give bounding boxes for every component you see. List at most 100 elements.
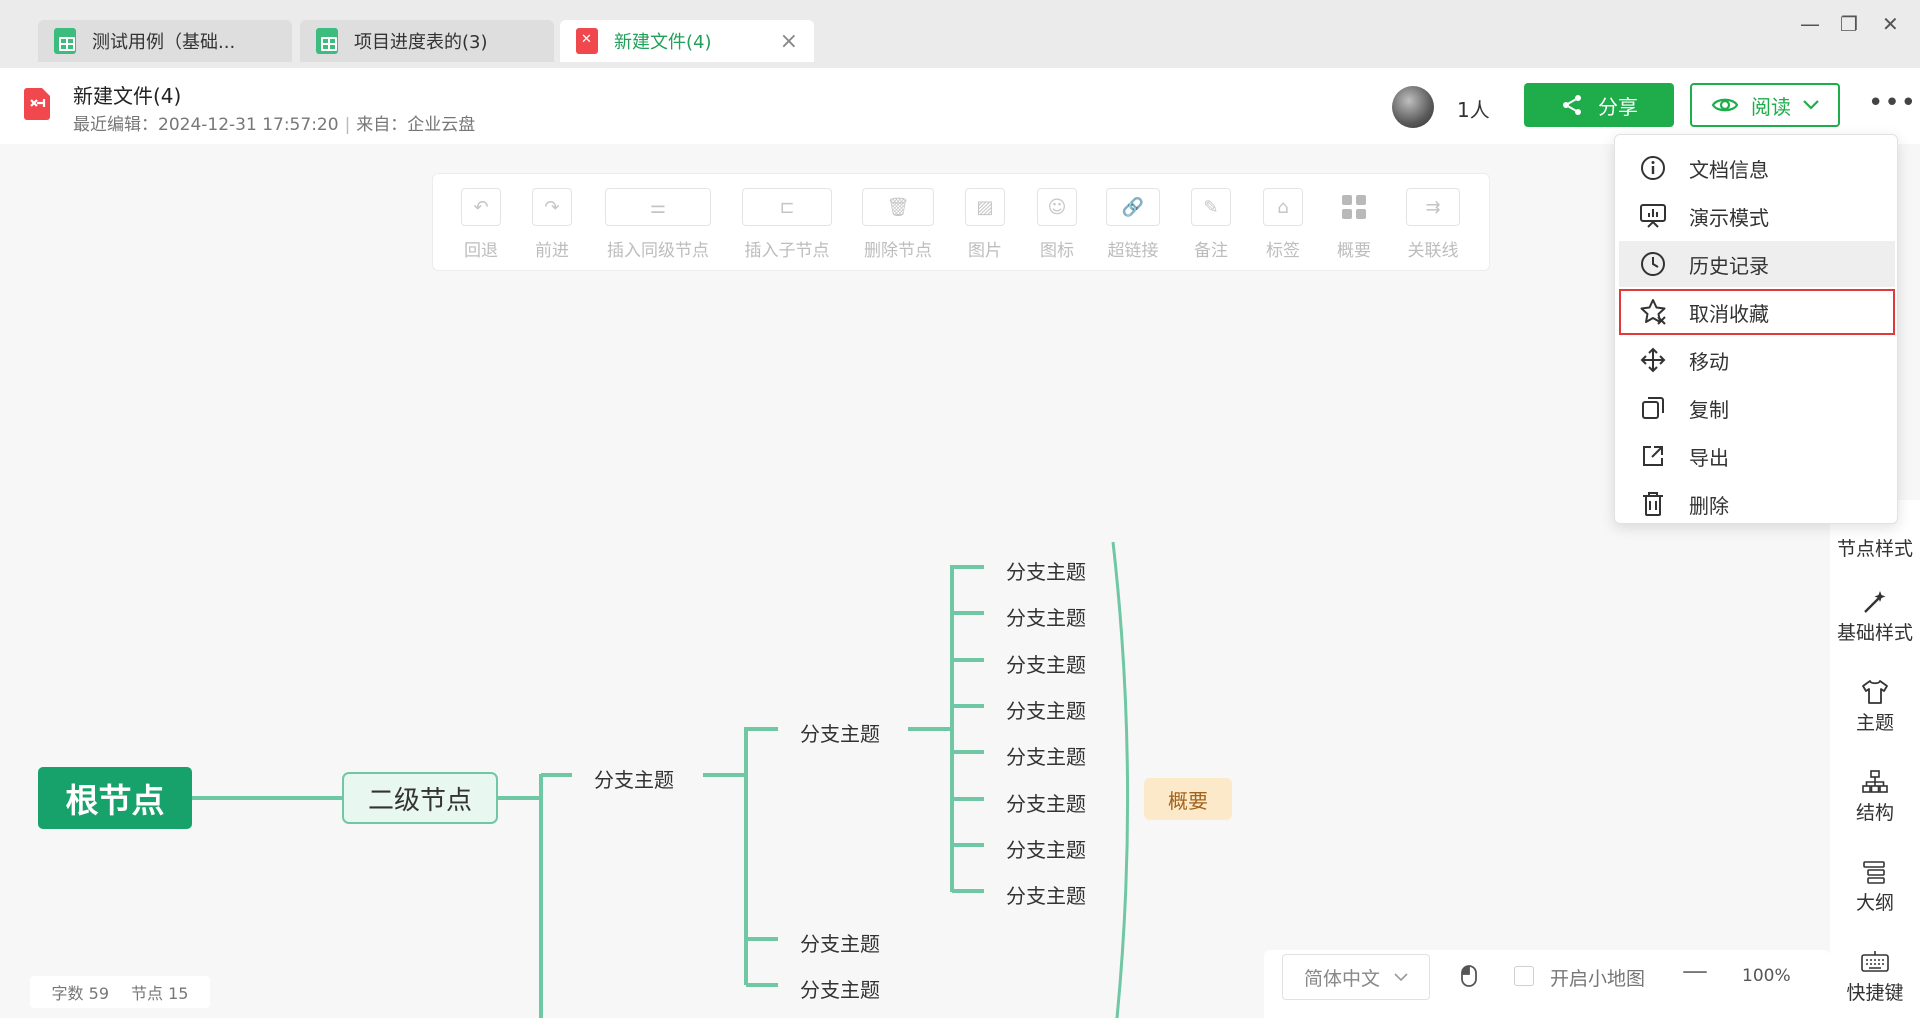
zoom-out-button[interactable]: —: [1682, 956, 1708, 986]
eye-icon: [1711, 98, 1739, 112]
keyboard-icon: [1860, 946, 1890, 978]
tool-label: 概要: [1337, 241, 1371, 261]
relation-line-button[interactable]: ⇉ 关联线: [1406, 188, 1460, 261]
branch-topic-l4[interactable]: 分支主题: [800, 722, 880, 746]
minimize-icon[interactable]: —: [1800, 12, 1820, 36]
relation-line-icon: ⇉: [1406, 188, 1460, 226]
branch-topic-l5[interactable]: 分支主题: [1006, 884, 1086, 908]
panel-label: 主题: [1855, 712, 1894, 734]
sibling-node-icon: ⚌: [605, 188, 711, 226]
tab-test-cases[interactable]: 测试用例（基础...: [38, 20, 292, 62]
panel-label: 节点样式: [1836, 538, 1913, 560]
redo-icon: ↷: [532, 188, 572, 226]
note-icon: ✎: [1191, 188, 1231, 226]
delete-node-button[interactable]: 🗑 删除节点: [862, 188, 934, 261]
info-icon: [1639, 154, 1667, 182]
insert-child-button[interactable]: ⊏ 插入子节点: [742, 188, 832, 261]
branch-topic-l4[interactable]: 分支主题: [800, 932, 880, 956]
tool-label: 图标: [1040, 241, 1074, 261]
tool-label: 超链接: [1107, 241, 1159, 261]
icon-button[interactable]: ☺ 图标: [1037, 188, 1077, 261]
summary-button[interactable]: 概要: [1334, 188, 1374, 261]
branch-topic-l3[interactable]: 分支主题: [594, 768, 674, 792]
minimap-label: 开启小地图: [1550, 968, 1646, 990]
zoom-level: 100%: [1742, 966, 1791, 986]
branch-topic-l5[interactable]: 分支主题: [1006, 560, 1086, 584]
branch-topic-l4[interactable]: 分支主题: [800, 978, 880, 1002]
tab-label: 测试用例（基础...: [92, 32, 236, 53]
document-meta: 最近编辑：2024-12-31 17:57:20|来自：企业云盘: [73, 110, 475, 135]
tag-button[interactable]: ⌂ 标签: [1263, 188, 1303, 261]
minimap-checkbox[interactable]: [1514, 966, 1534, 986]
tab-label: 项目进度表的(3): [354, 32, 488, 53]
branch-topic-l5[interactable]: 分支主题: [1006, 838, 1086, 862]
branch-topic-l5[interactable]: 分支主题: [1006, 792, 1086, 816]
share-button[interactable]: 分享: [1524, 83, 1674, 127]
menu-item-delete[interactable]: 删除: [1619, 481, 1895, 527]
image-icon: ▨: [965, 188, 1005, 226]
panel-outline[interactable]: 大纲: [1830, 856, 1920, 915]
second-level-node[interactable]: 二级节点: [342, 772, 498, 824]
menu-item-history[interactable]: 历史记录: [1619, 241, 1895, 287]
menu-item-copy[interactable]: 复制: [1619, 385, 1895, 431]
word-count: 字数 59: [52, 980, 109, 1004]
image-button[interactable]: ▨ 图片: [965, 188, 1005, 261]
chevron-down-icon: [1803, 100, 1819, 110]
more-menu-button[interactable]: •••: [1868, 88, 1918, 118]
editing-toolbar: ↶ 回退 ↷ 前进 ⚌ 插入同级节点 ⊏ 插入子节点 🗑 删除节点 ▨ 图片 ☺…: [432, 173, 1490, 271]
spreadsheet-icon: [316, 28, 338, 54]
language-value: 简体中文: [1303, 967, 1380, 990]
document-title: 新建文件(4): [73, 84, 182, 108]
menu-item-doc-info[interactable]: 文档信息: [1619, 145, 1895, 191]
summary-node[interactable]: 概要: [1144, 778, 1232, 820]
move-icon: [1639, 346, 1667, 374]
copy-icon: [1639, 394, 1667, 422]
tag-icon: ⌂: [1263, 188, 1303, 226]
mouse-icon[interactable]: [1460, 964, 1478, 988]
note-button[interactable]: ✎ 备注: [1191, 188, 1231, 261]
more-options-menu: 文档信息 演示模式 历史记录 取消收藏 移动 复制 导出: [1614, 134, 1898, 524]
menu-item-move[interactable]: 移动: [1619, 337, 1895, 383]
tab-label: 新建文件(4): [614, 32, 712, 53]
branch-topic-l5[interactable]: 分支主题: [1006, 745, 1086, 769]
branch-topic-l5[interactable]: 分支主题: [1006, 653, 1086, 677]
panel-theme[interactable]: 主题: [1830, 676, 1920, 735]
tab-project-progress[interactable]: 项目进度表的(3): [300, 20, 554, 62]
panel-shortcuts[interactable]: 快捷键: [1830, 946, 1920, 1005]
source-value: 企业云盘: [407, 115, 476, 135]
tool-label: 备注: [1194, 241, 1228, 261]
branch-topic-l5[interactable]: 分支主题: [1006, 699, 1086, 723]
menu-label: 删除: [1689, 493, 1729, 518]
chevron-down-icon: [1394, 972, 1408, 981]
language-select[interactable]: 简体中文: [1282, 954, 1430, 1000]
tab-new-file[interactable]: 新建文件(4) ×: [560, 20, 814, 62]
tool-label: 插入子节点: [744, 241, 830, 261]
root-node[interactable]: 根节点: [38, 767, 192, 829]
menu-item-unfavorite[interactable]: 取消收藏: [1619, 289, 1895, 335]
window-close-icon[interactable]: ✕: [1882, 12, 1899, 36]
word-count-label: 字数: [51, 984, 84, 1003]
undo-button[interactable]: ↶ 回退: [461, 188, 501, 261]
read-mode-button[interactable]: 阅读: [1690, 83, 1840, 127]
menu-item-presentation[interactable]: 演示模式: [1619, 193, 1895, 239]
tab-bar: 测试用例（基础... 项目进度表的(3) 新建文件(4) × — ❐ ✕: [0, 0, 1920, 68]
panel-structure[interactable]: 结构: [1830, 766, 1920, 825]
structure-icon: [1861, 766, 1889, 798]
menu-label: 取消收藏: [1689, 301, 1769, 326]
avatar[interactable]: [1392, 86, 1434, 128]
tool-label: 图片: [968, 241, 1002, 261]
undo-icon: ↶: [461, 188, 501, 226]
panel-basic-style[interactable]: 基础样式: [1830, 586, 1920, 645]
hyperlink-button[interactable]: 🔗 超链接: [1106, 188, 1160, 261]
menu-item-export[interactable]: 导出: [1619, 433, 1895, 479]
mindmap-file-icon: [576, 28, 598, 54]
redo-button[interactable]: ↷ 前进: [532, 188, 572, 261]
close-icon[interactable]: ×: [779, 28, 798, 54]
branch-topic-l5[interactable]: 分支主题: [1006, 606, 1086, 630]
restore-icon[interactable]: ❐: [1840, 12, 1858, 36]
panel-node-style[interactable]: 节点样式: [1830, 534, 1920, 561]
insert-sibling-button[interactable]: ⚌ 插入同级节点: [605, 188, 711, 261]
tool-label: 关联线: [1407, 241, 1459, 261]
collaborator-count[interactable]: 1人: [1457, 98, 1490, 122]
presentation-icon: [1639, 202, 1667, 230]
